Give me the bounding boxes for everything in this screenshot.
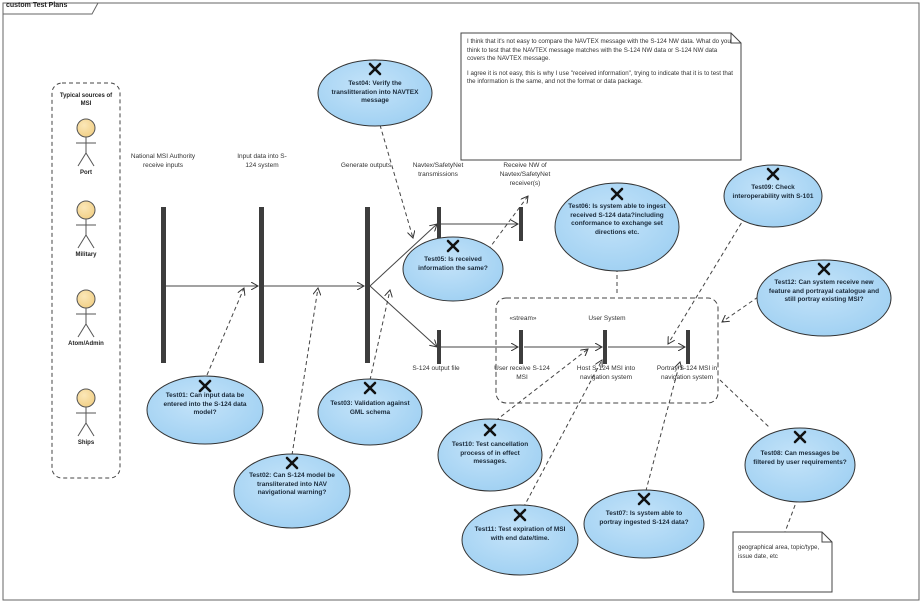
bar-receive-navtex — [519, 207, 523, 241]
close-icon — [285, 456, 299, 470]
ellipse-test07 — [583, 489, 705, 559]
test12-text[interactable]: Test12: Can system receive new feature a… — [768, 279, 880, 303]
ellipse-test03 — [317, 378, 423, 446]
bar-national — [161, 207, 166, 363]
test-ellipses — [146, 59, 892, 576]
close-icon — [610, 187, 624, 201]
ellipse-test02 — [233, 453, 351, 529]
close-icon — [363, 381, 377, 395]
close-icon — [198, 379, 212, 393]
close-icon — [446, 239, 460, 253]
test01-text[interactable]: Test01: Can input data be entered into t… — [163, 392, 247, 416]
bar-input — [259, 207, 264, 363]
bar-host — [603, 330, 607, 364]
actor-military[interactable] — [76, 200, 96, 249]
label-input: Input data into S-124 system — [237, 153, 287, 169]
ellipse-test05 — [402, 236, 504, 302]
stream-stereotype: «stream» — [509, 315, 537, 322]
close-icon — [766, 167, 780, 181]
close-icon — [817, 262, 831, 276]
bar-portray — [686, 330, 690, 364]
test04-text[interactable]: Test04: Verify the translitteration into… — [331, 80, 419, 104]
actors-group-title: Typical sources of MSI — [59, 93, 113, 107]
note-top-paragraph-1: I think that it's not easy to compare th… — [467, 38, 731, 62]
ellipse-test08 — [744, 427, 856, 503]
bar-generate — [365, 207, 370, 363]
x-marks — [198, 62, 831, 522]
test05-text[interactable]: Test05: Is received information the same… — [418, 256, 488, 272]
close-icon — [368, 62, 382, 76]
label-user-receive: User receive S-124 MSI — [494, 365, 550, 381]
actor-port[interactable] — [76, 118, 96, 167]
ellipse-test06 — [554, 182, 680, 272]
test06-text[interactable]: Test06: Is system able to ingest receive… — [568, 203, 666, 236]
note-bottom-text: geographical area, topic/type, issue dat… — [738, 544, 820, 560]
actor-label-military: Military — [75, 252, 97, 258]
note-top — [460, 32, 742, 161]
flow-lines — [163, 224, 685, 347]
frame-label: custom Test Plans — [6, 2, 68, 9]
actor-label-atom-admin: Atom/Admin — [68, 341, 104, 347]
label-output-file: S-124 output file — [412, 365, 460, 372]
bar-navtex — [437, 207, 441, 241]
note-top-paragraph-2: I agree it is not easy, this is why I us… — [467, 69, 733, 86]
bar-user-receive — [519, 330, 523, 364]
test07-text[interactable]: Test07: Is system able to portray ingest… — [599, 510, 689, 526]
ellipse-test11 — [461, 504, 579, 576]
label-navtex: Navtex/SafetyNet transmissions — [412, 162, 464, 178]
test09-text[interactable]: Test09: Check interoperability with S-10… — [732, 184, 814, 200]
actor-ships[interactable] — [76, 388, 96, 437]
note-bottom — [732, 531, 833, 593]
ellipse-test04 — [317, 59, 433, 127]
user-system-boundary — [495, 297, 719, 404]
label-portray: Portray S-124 MSI in navigation system — [656, 365, 718, 381]
label-generate: Generate outputs — [340, 162, 392, 169]
test03-text[interactable]: Test03: Validation against GML schema — [330, 400, 410, 416]
close-icon — [483, 423, 497, 437]
test11-text[interactable]: Test11: Test expiration of MSI with end … — [474, 526, 566, 542]
label-national: National MSI Authority receive inputs — [130, 153, 196, 169]
bar-output-file — [437, 330, 441, 364]
test02-text[interactable]: Test02: Can S-124 model be transliterate… — [249, 472, 335, 496]
close-icon — [637, 492, 651, 506]
user-system-title: User System — [588, 315, 626, 322]
actors-group — [51, 82, 121, 479]
actor-atom-admin[interactable] — [76, 289, 96, 338]
actor-label-port: Port — [80, 170, 92, 176]
ellipse-test10 — [437, 418, 543, 492]
label-receive: Receive NW of Navtex/SafetyNet receiver(… — [499, 162, 551, 187]
actor-label-ships: Ships — [77, 440, 95, 446]
ellipse-test09 — [723, 164, 823, 228]
label-host: Host S-124 MSI into navigation system — [576, 365, 636, 381]
close-icon — [793, 430, 807, 444]
frame-tab — [3, 2, 99, 15]
ellipse-test01 — [146, 375, 264, 445]
test10-text[interactable]: Test10: Test cancellation process of in … — [451, 441, 529, 465]
fork-bars — [161, 207, 690, 364]
note-top-text: I think that it's not easy to compare th… — [467, 38, 733, 93]
test08-text[interactable]: Test08: Can messages be filtered by user… — [753, 450, 847, 466]
ellipse-test12 — [756, 259, 892, 337]
close-icon — [513, 508, 527, 522]
